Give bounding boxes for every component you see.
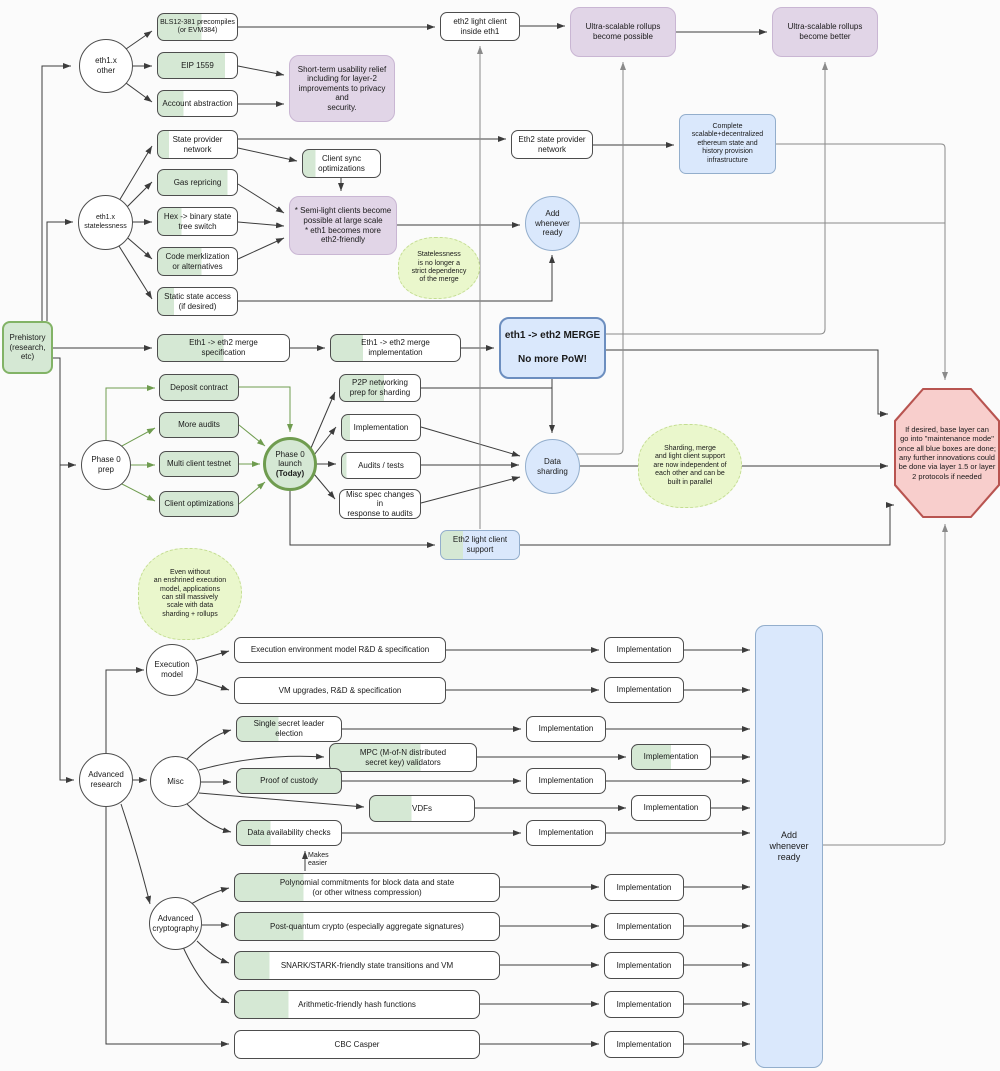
node-implementation-pq: Implementation	[604, 913, 684, 940]
node-eip-1559: EIP 1559	[157, 52, 238, 79]
node-vm-upgrades: VM upgrades, R&D & specification	[234, 677, 446, 704]
node-deposit-contract: Deposit contract	[159, 374, 239, 401]
node-implementation-cbc: Implementation	[604, 1031, 684, 1058]
node-polynomial-commitments: Polynomial commitments for block data an…	[234, 873, 500, 902]
node-phase0-launch: Phase 0 launch (Today)	[263, 437, 317, 491]
node-semi-light-clients: * Semi-light clients become possible at …	[289, 196, 397, 255]
node-advanced-cryptography: Advanced cryptography	[149, 897, 202, 950]
node-single-secret-leader-election: Single secret leader election	[236, 716, 342, 742]
node-implementation-exec-env: Implementation	[604, 637, 684, 663]
node-misc: Misc	[150, 756, 201, 807]
octagon-text: If desired, base layer can go into "main…	[896, 390, 998, 516]
node-maintenance-mode-octagon: If desired, base layer can go into "main…	[894, 388, 1000, 518]
node-gas-repricing: Gas repricing	[157, 169, 238, 196]
node-execution-model: Execution model	[146, 644, 198, 696]
node-eth1x-statelessness: eth1.x statelessness	[78, 195, 133, 250]
node-advanced-research: Advanced research	[79, 753, 133, 807]
node-add-whenever-ready-box: Add whenever ready	[755, 625, 823, 1068]
node-mpc-validators: MPC (M-of-N distributed secret key) vali…	[329, 743, 477, 772]
node-merge-implementation: Eth1 -> eth2 merge implementation	[330, 334, 461, 362]
node-rollups-better: Ultra-scalable rollups become better	[772, 7, 878, 57]
node-implementation-dac: Implementation	[526, 820, 606, 846]
node-code-merklization: Code merklization or alternatives	[157, 247, 238, 276]
node-p2p-networking: P2P networking prep for sharding	[339, 374, 421, 402]
node-short-term-usability: Short-term usability relief including fo…	[289, 55, 395, 122]
node-client-optimizations: Client optimizations	[159, 491, 239, 517]
node-snark-stark-friendly: SNARK/STARK-friendly state transitions a…	[234, 951, 500, 980]
node-eth1x-other: eth1.x other	[79, 39, 133, 93]
node-vdfs: VDFs	[369, 795, 475, 822]
node-audits-tests: Audits / tests	[341, 452, 421, 479]
node-proof-of-custody: Proof of custody	[236, 768, 342, 794]
node-merge: eth1 -> eth2 MERGE No more PoW!	[499, 317, 606, 379]
node-merge-specification: Eth1 -> eth2 merge specification	[157, 334, 290, 362]
phase0-launch-label: Phase 0 launch	[275, 449, 305, 469]
node-data-sharding: Data sharding	[525, 439, 580, 494]
node-implementation-custody: Implementation	[526, 768, 606, 794]
node-data-availability-checks: Data availability checks	[236, 820, 342, 846]
node-implementation-mpc: Implementation	[631, 744, 711, 770]
node-eth2-light-client-inside-eth1: eth2 light client inside eth1	[440, 12, 520, 41]
node-hex-binary-tree: Hex -> binary state tree switch	[157, 207, 238, 236]
cloud-even-without-execution: Even without an enshrined execution mode…	[138, 548, 242, 640]
node-account-abstraction: Account abstraction	[157, 90, 238, 117]
phase0-launch-today: (Today)	[275, 468, 305, 478]
node-implementation-vdfs: Implementation	[631, 795, 711, 821]
node-arithmetic-hash: Arithmetic-friendly hash functions	[234, 990, 480, 1019]
node-eth2-light-client-support: Eth2 light client support	[440, 530, 520, 560]
node-state-provider-network: State provider network	[157, 130, 238, 159]
node-implementation-snark: Implementation	[604, 952, 684, 979]
node-implementation-arith: Implementation	[604, 991, 684, 1018]
node-eth2-state-provider: Eth2 state provider network	[511, 130, 593, 159]
node-misc-spec-changes: Misc spec changes in response to audits	[339, 489, 421, 519]
cloud-statelessness-note: Statelessness is no longer a strict depe…	[398, 237, 480, 299]
node-phase0-prep: Phase 0 prep	[81, 440, 131, 490]
node-rollups-possible: Ultra-scalable rollups become possible	[570, 7, 676, 57]
node-implementation-ssle: Implementation	[526, 716, 606, 742]
node-more-audits: More audits	[159, 412, 239, 438]
node-multi-client-testnet: Multi client testnet	[159, 451, 239, 477]
node-prehistory: Prehistory (research, etc)	[2, 321, 53, 374]
node-implementation-poly: Implementation	[604, 874, 684, 901]
node-implementation-vm: Implementation	[604, 677, 684, 703]
node-static-state-access: Static state access (if desired)	[157, 287, 238, 316]
node-client-sync-optimizations: Client sync optimizations	[302, 149, 381, 178]
edge-label-makes-easier: Makes easier	[308, 852, 329, 867]
cloud-sharding-independent: Sharding, merge and light client support…	[638, 424, 742, 508]
node-complete-infrastructure: Complete scalable+decentralized ethereum…	[679, 114, 776, 174]
node-cbc-casper: CBC Casper	[234, 1030, 480, 1059]
node-implementation-p0: Implementation	[341, 414, 421, 441]
node-execution-environment-rnd: Execution environment model R&D & specif…	[234, 637, 446, 663]
node-post-quantum-crypto: Post-quantum crypto (especially aggregat…	[234, 912, 500, 941]
node-add-whenever-ready-circle: Add whenever ready	[525, 196, 580, 251]
node-bls-precompiles: BLS12-381 precompiles (or EVM384)	[157, 13, 238, 41]
